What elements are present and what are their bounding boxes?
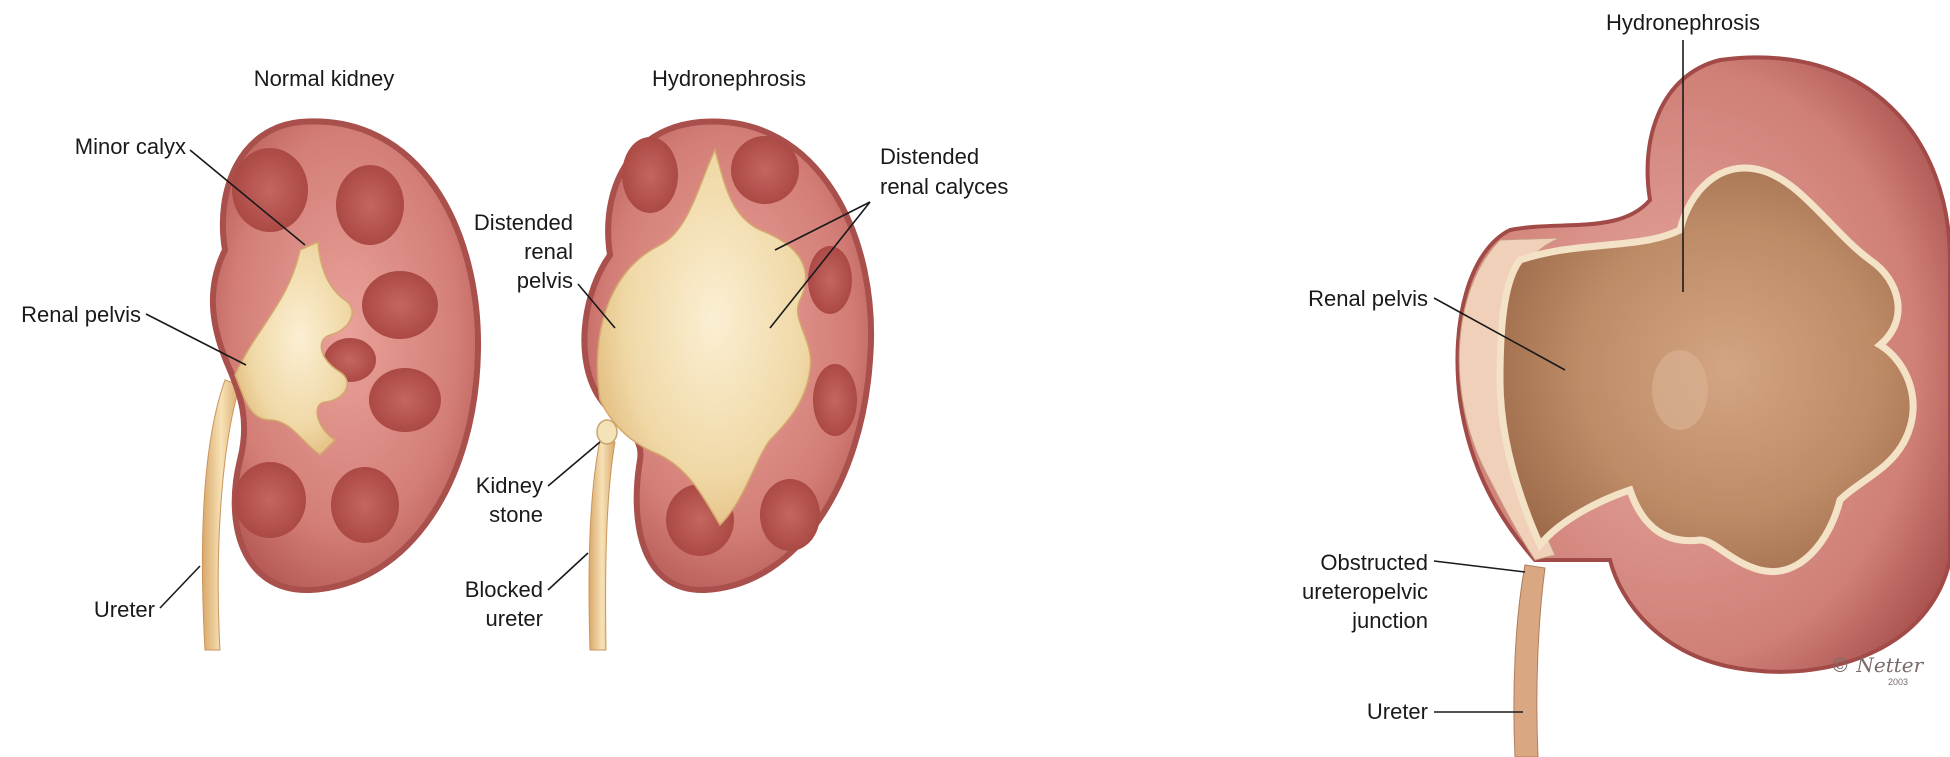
right-renal-pelvis-label: Renal pelvis bbox=[1308, 286, 1428, 311]
artist-signature-year: 2003 bbox=[1888, 677, 1908, 687]
upj-label-2: ureteropelvic bbox=[1302, 579, 1428, 604]
hydronephrosis-title: Hydronephrosis bbox=[652, 66, 806, 91]
ureter-leader bbox=[160, 566, 200, 608]
upj-leader bbox=[1434, 561, 1525, 572]
distended-pelvis-label-1: Distended bbox=[474, 210, 573, 235]
normal-kidney-drawing bbox=[202, 121, 478, 650]
upj-label-1: Obstructed bbox=[1320, 550, 1428, 575]
distended-calyces-label-1: Distended bbox=[880, 144, 979, 169]
blocked-ureter-label-2: ureter bbox=[486, 606, 543, 631]
upj-label-3: junction bbox=[1351, 608, 1428, 633]
hydronephrosis-kidney-drawing bbox=[584, 121, 871, 650]
kidney-stone-label-2: stone bbox=[489, 502, 543, 527]
kidney-stone-leader bbox=[548, 442, 600, 486]
kidney-stone-label-1: Kidney bbox=[476, 473, 543, 498]
distended-pelvis-label-2: renal bbox=[524, 239, 573, 264]
distended-calyces-label-2: renal calyces bbox=[880, 174, 1008, 199]
blocked-ureter-label-1: Blocked bbox=[465, 577, 543, 602]
blocked-ureter-leader bbox=[548, 553, 588, 590]
right-hydronephrosis-title: Hydronephrosis bbox=[1606, 10, 1760, 35]
artist-signature: © Netter bbox=[1830, 653, 1925, 677]
normal-kidney-title: Normal kidney bbox=[254, 66, 395, 91]
renal-pelvis-label: Renal pelvis bbox=[21, 302, 141, 327]
right-ureter-label: Ureter bbox=[1367, 699, 1428, 724]
minor-calyx-label: Minor calyx bbox=[75, 134, 186, 159]
ureter-label: Ureter bbox=[94, 597, 155, 622]
distended-pelvis-label-3: pelvis bbox=[517, 268, 573, 293]
